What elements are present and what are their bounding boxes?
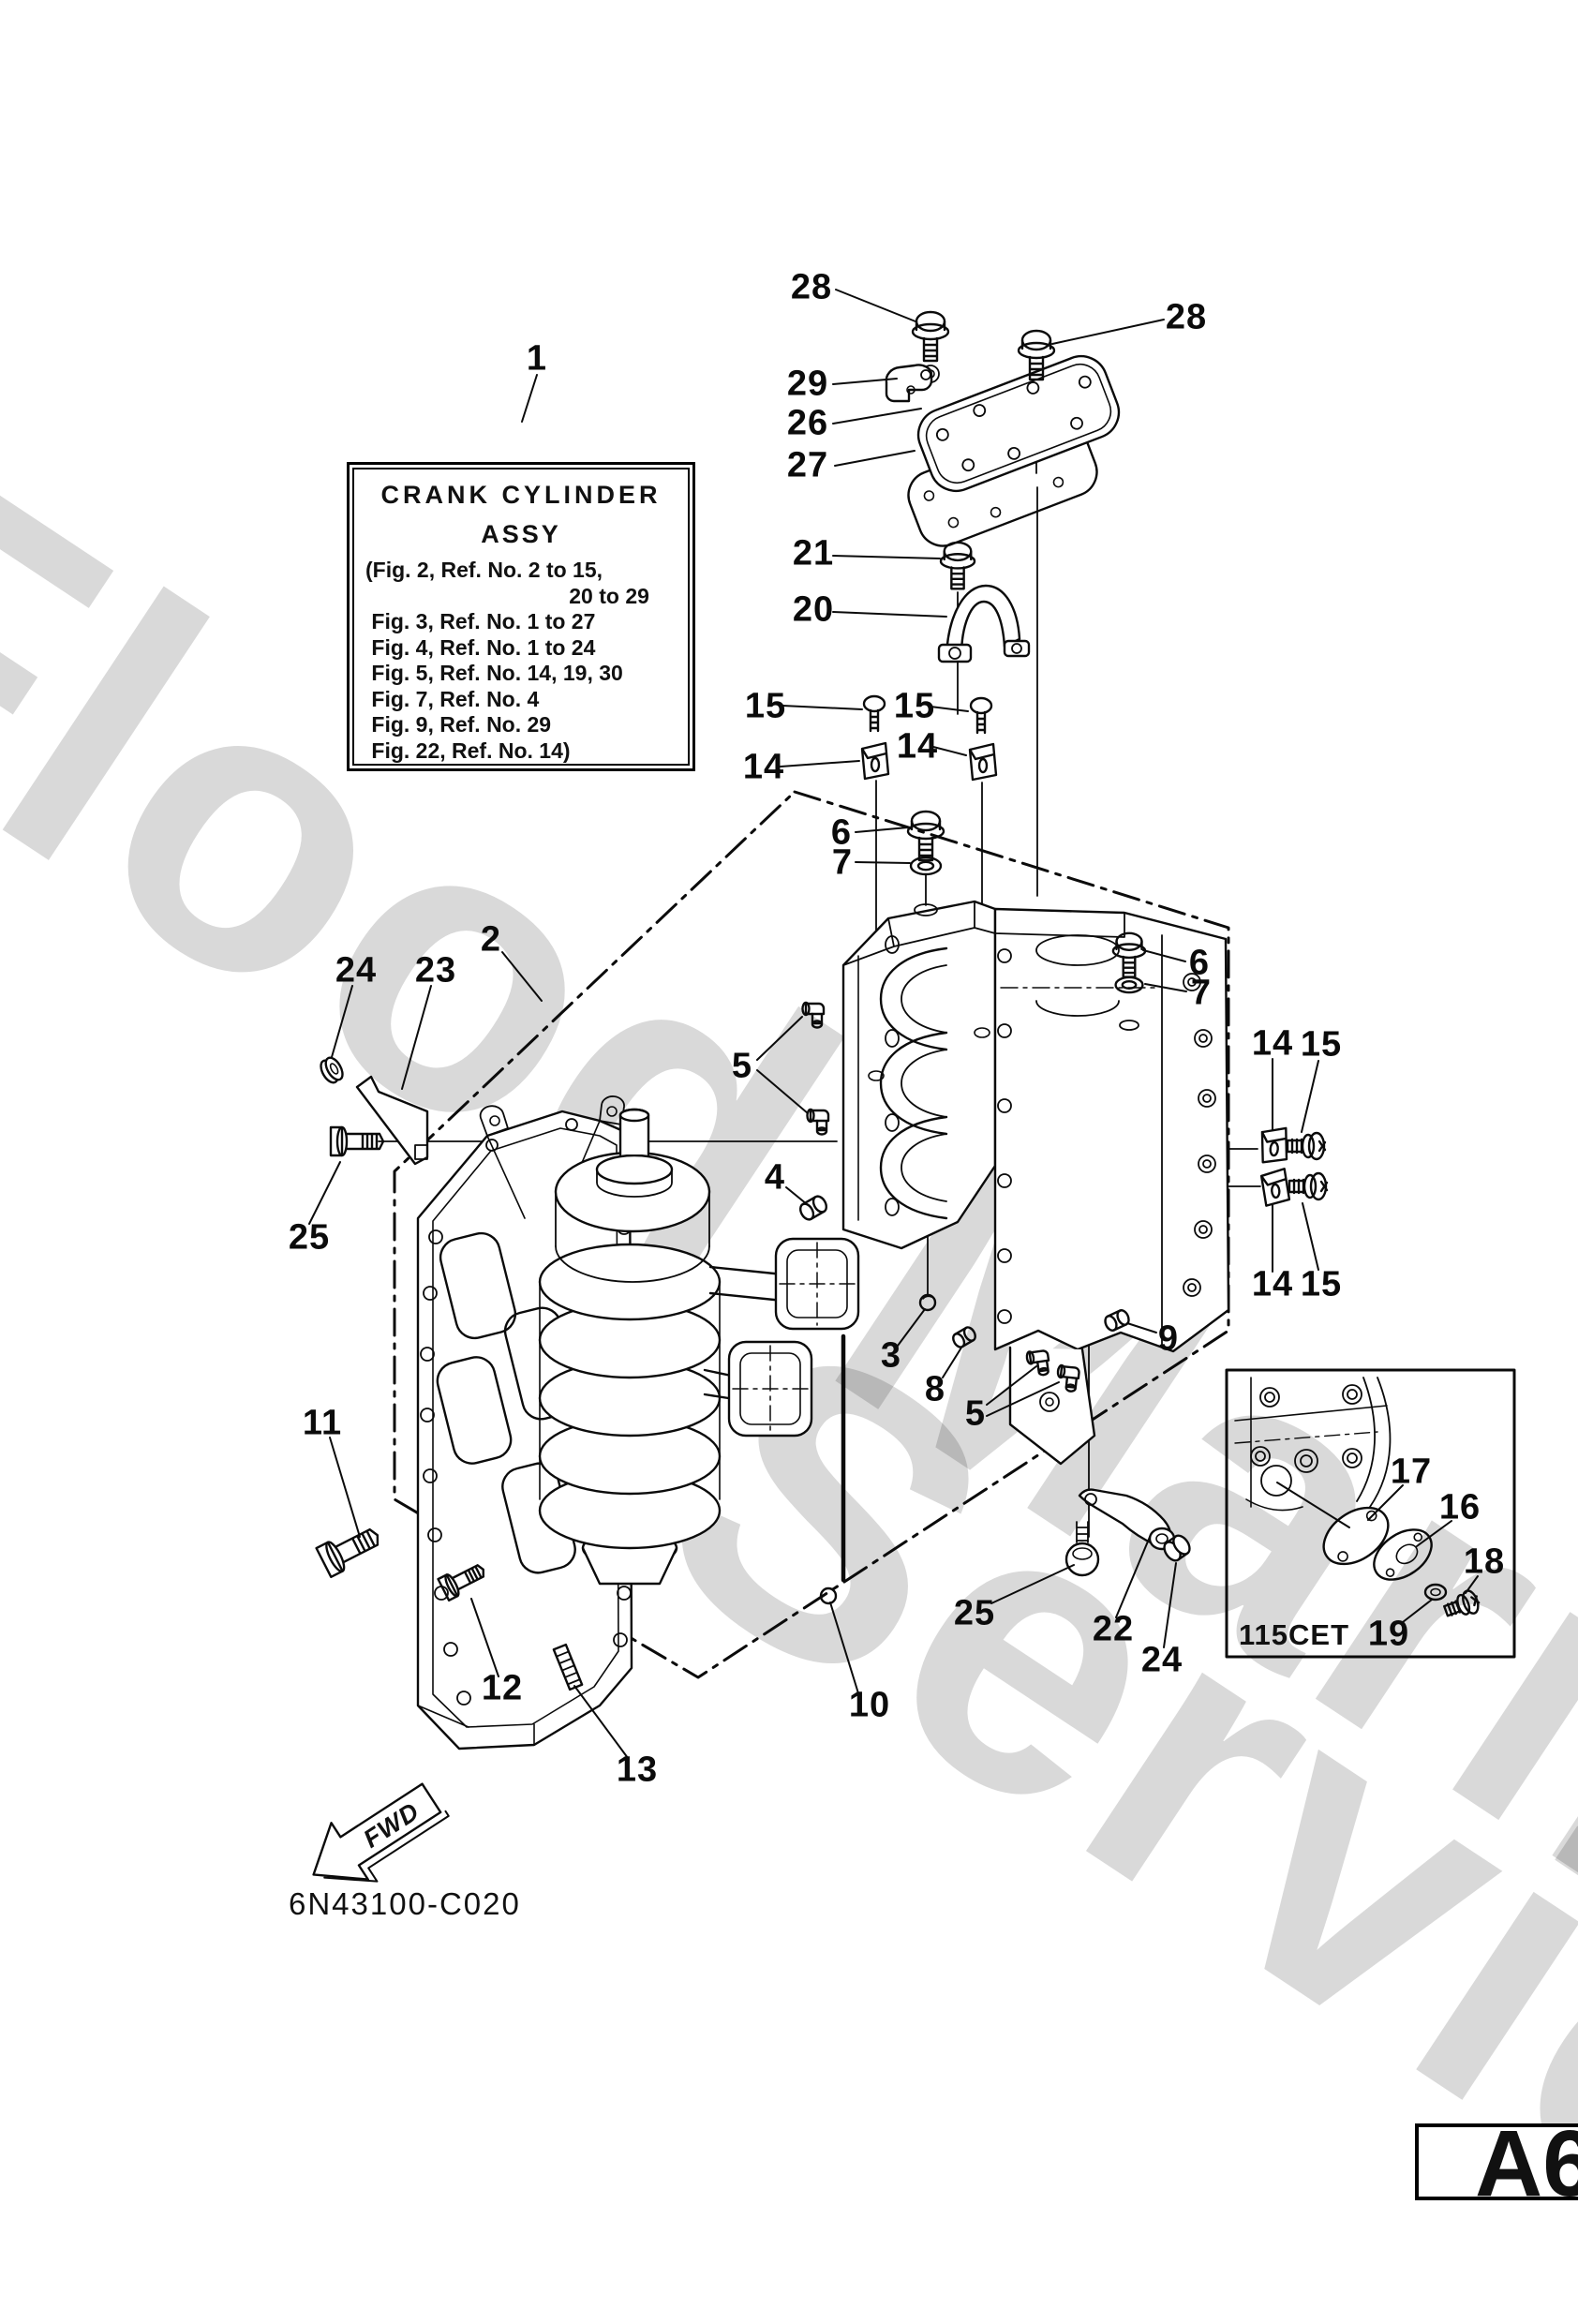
callout-2: 2 xyxy=(480,919,502,960)
fig-line: (Fig. 2, Ref. No. 2 to 15, xyxy=(365,558,603,582)
top-cover-assembly xyxy=(886,310,1126,553)
callout-24b: 24 xyxy=(1140,1640,1184,1680)
callout-28b: 28 xyxy=(1165,297,1208,337)
bolt-6-washer-7-right xyxy=(1111,931,1147,1030)
callout-5b: 5 xyxy=(964,1393,987,1434)
callout-21: 21 xyxy=(792,533,835,574)
inset-detail-box xyxy=(1227,1370,1514,1657)
fig-line: Fig. 3, Ref. No. 1 to 27 xyxy=(365,609,596,633)
assembly-dashed-outline xyxy=(394,792,1228,1677)
inset-model-label: 115CET xyxy=(1239,1618,1350,1651)
callout-7a: 7 xyxy=(831,842,854,883)
fig-line: Fig. 7, Ref. No. 4 xyxy=(365,686,540,711)
inset-washer-19 xyxy=(1425,1585,1446,1600)
callout-15d: 15 xyxy=(1300,1264,1343,1304)
callout-8: 8 xyxy=(924,1369,946,1409)
fig-line: Fig. 22, Ref. No. 14) xyxy=(365,737,571,763)
small-parts xyxy=(796,1001,1132,1603)
drawing-code: 6N43100-C020 xyxy=(289,1886,521,1921)
clamp-20-bolt-21 xyxy=(939,541,1029,662)
callout-16: 16 xyxy=(1438,1487,1481,1527)
cylinder-block xyxy=(843,901,1228,1464)
callout-14c: 14 xyxy=(1251,1023,1294,1064)
lever-22-group xyxy=(1066,1490,1193,1575)
callout-12: 12 xyxy=(481,1668,524,1708)
bracket-23-group xyxy=(318,1055,427,1164)
page-code: A6 xyxy=(1475,2123,1578,2200)
fwd-arrow xyxy=(295,1767,457,1909)
callout-14b: 14 xyxy=(896,726,939,767)
callout-29: 29 xyxy=(786,364,829,404)
callout-15c: 15 xyxy=(1300,1024,1343,1065)
callout-1: 1 xyxy=(526,338,548,379)
leader-lines xyxy=(309,290,1478,1758)
callout-5a: 5 xyxy=(731,1046,753,1086)
callout-26: 26 xyxy=(786,403,829,443)
callout-25b: 25 xyxy=(953,1593,996,1633)
callout-14d: 14 xyxy=(1251,1264,1294,1304)
callout-11: 11 xyxy=(302,1403,343,1443)
callout-28a: 28 xyxy=(790,267,833,307)
crank-cylinder-assy-box-inner: CRANK CYLINDER ASSY (Fig. 2, Ref. No. 2 … xyxy=(352,468,690,766)
callout-10: 10 xyxy=(848,1685,891,1725)
callout-27: 27 xyxy=(786,445,829,485)
callout-3: 3 xyxy=(880,1335,902,1376)
clamp-29 xyxy=(886,365,931,401)
crankshaft xyxy=(540,1110,720,1584)
fig-line: Fig. 9, Ref. No. 29 xyxy=(365,712,552,737)
callout-6b: 6 xyxy=(1188,943,1211,983)
callout-15a: 15 xyxy=(744,686,787,726)
callout-24a: 24 xyxy=(335,950,378,991)
callout-20: 20 xyxy=(792,589,835,630)
connecting-rods-pistons xyxy=(705,1239,858,1436)
callout-18: 18 xyxy=(1463,1542,1506,1582)
callout-9: 9 xyxy=(1157,1318,1180,1359)
pin-10 xyxy=(821,1588,836,1603)
fig-line: Fig. 5, Ref. No. 14, 19, 30 xyxy=(365,661,623,685)
callout-15b: 15 xyxy=(893,686,936,726)
callout-4: 4 xyxy=(764,1157,786,1198)
page-code-box: A6 xyxy=(1415,2123,1578,2200)
callout-17: 17 xyxy=(1390,1452,1433,1492)
assy-title-line2: ASSY xyxy=(481,520,561,548)
callout-19: 19 xyxy=(1367,1614,1410,1654)
assy-title-line1: CRANK CYLINDER xyxy=(380,481,662,509)
callout-13: 13 xyxy=(616,1750,659,1790)
bolt-6-washer-7-top xyxy=(906,810,945,916)
crank-cylinder-assy-box: CRANK CYLINDER ASSY (Fig. 2, Ref. No. 2 … xyxy=(347,462,695,771)
callout-25a: 25 xyxy=(288,1217,331,1258)
callout-6a: 6 xyxy=(830,812,853,853)
callout-22: 22 xyxy=(1092,1609,1135,1649)
fig-line: 20 to 29 xyxy=(365,583,649,608)
callout-14a: 14 xyxy=(742,747,785,787)
fig-lines: (Fig. 2, Ref. No. 2 to 15, 20 to 29 Fig.… xyxy=(354,558,688,764)
fig-line: Fig. 4, Ref. No. 1 to 24 xyxy=(365,634,596,660)
callout-7b: 7 xyxy=(1190,973,1213,1013)
cylinder-head-cover-26 xyxy=(911,349,1126,499)
callout-23: 23 xyxy=(414,950,457,991)
